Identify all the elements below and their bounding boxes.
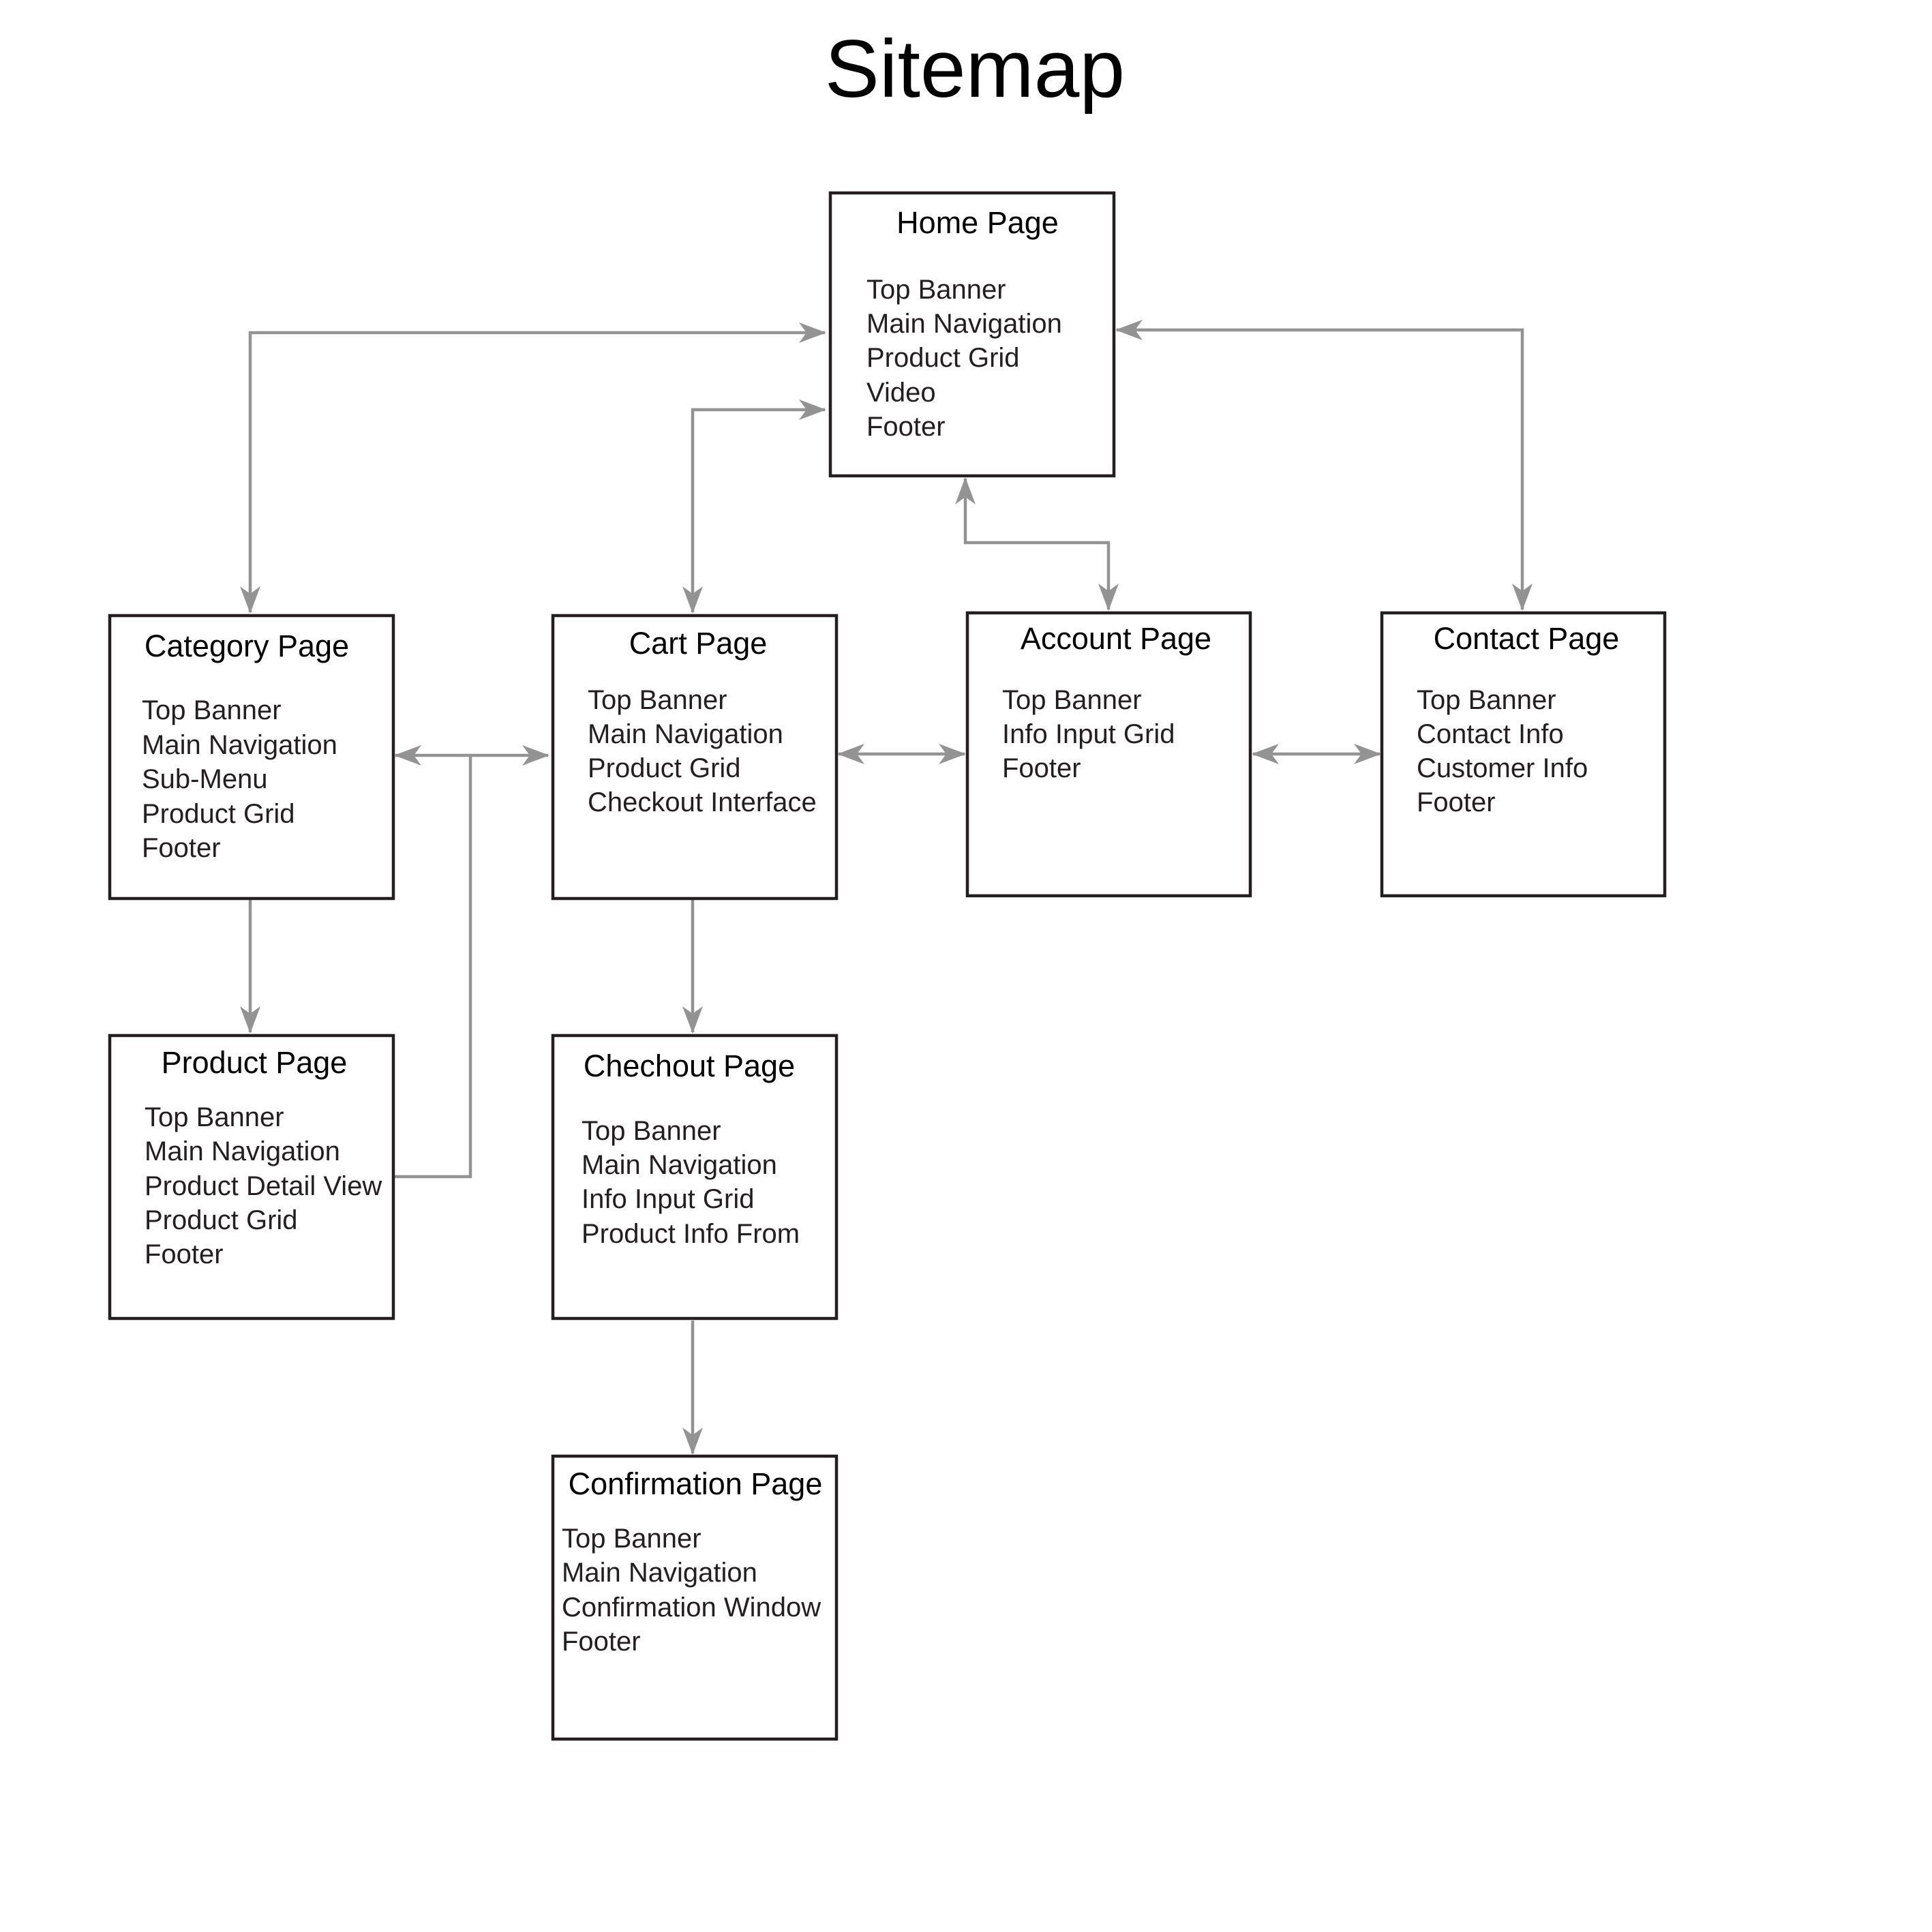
diagram-title: Sitemap xyxy=(825,23,1125,115)
node-product-page: Product Page Top Banner Main Navigation … xyxy=(108,1033,395,1320)
node-item: Top Banner xyxy=(588,685,727,715)
node-item: Top Banner xyxy=(1417,685,1556,715)
connector-layer xyxy=(240,320,1533,1455)
node-item: Top Banner xyxy=(142,695,282,725)
node-title: Product Page xyxy=(162,1045,348,1080)
node-item: Info Input Grid xyxy=(582,1184,754,1214)
node-cart-page: Cart Page Top Banner Main Navigation Pro… xyxy=(551,614,839,901)
node-item: Main Navigation xyxy=(582,1150,777,1180)
node-item: Footer xyxy=(1417,787,1496,817)
node-home-page: Home Page Top Banner Main Navigation Pro… xyxy=(828,191,1116,478)
node-account-page: Account Page Top Banner Info Input Grid … xyxy=(965,611,1252,898)
node-title: Home Page xyxy=(896,205,1059,240)
node-item: Customer Info xyxy=(1417,753,1588,783)
node-item: Top Banner xyxy=(1002,685,1142,715)
node-item: Product Detail View xyxy=(145,1171,382,1201)
node-item: Product Grid xyxy=(866,343,1020,373)
node-item: Main Navigation xyxy=(588,719,783,749)
node-title: Account Page xyxy=(1021,621,1211,656)
node-box xyxy=(965,611,1252,898)
node-box xyxy=(108,614,395,901)
node-item: Contact Info xyxy=(1417,719,1564,749)
node-item: Product Grid xyxy=(145,1205,298,1235)
node-item: Main Navigation xyxy=(145,1136,340,1166)
node-title: Chechout Page xyxy=(584,1048,795,1083)
node-item: Info Input Grid xyxy=(1002,719,1175,749)
node-category-page: Category Page Top Banner Main Navigation… xyxy=(108,614,395,901)
node-box xyxy=(551,1033,839,1320)
node-item: Footer xyxy=(142,833,221,863)
node-item: Product Info From xyxy=(582,1219,800,1249)
node-box xyxy=(108,1033,395,1320)
node-title: Contact Page xyxy=(1434,621,1620,656)
node-item: Sub-Menu xyxy=(142,764,268,794)
node-item: Checkout Interface xyxy=(588,787,817,817)
node-confirmation-page: Confirmation Page Top Banner Main Naviga… xyxy=(551,1454,839,1741)
node-item: Product Grid xyxy=(142,799,295,829)
node-title: Cart Page xyxy=(629,626,768,661)
node-title: Category Page xyxy=(145,629,349,663)
node-item: Main Navigation xyxy=(866,309,1062,339)
node-contact-page: Contact Page Top Banner Contact Info Cus… xyxy=(1380,611,1667,898)
edge-home-contact xyxy=(1115,320,1533,611)
node-item: Footer xyxy=(145,1239,224,1269)
node-box xyxy=(1380,611,1667,898)
node-item: Product Grid xyxy=(588,753,741,783)
node-box xyxy=(828,191,1116,478)
edge-home-account xyxy=(955,477,1119,611)
node-item: Confirmation Window xyxy=(562,1593,821,1622)
edge-home-cart xyxy=(682,399,826,614)
node-item: Top Banner xyxy=(582,1116,721,1146)
node-item: Top Banner xyxy=(145,1102,284,1132)
node-item: Main Navigation xyxy=(562,1558,757,1588)
node-box xyxy=(551,1454,839,1741)
node-item: Video xyxy=(866,378,936,408)
node-item: Footer xyxy=(562,1627,641,1657)
node-title: Confirmation Page xyxy=(569,1466,823,1501)
node-item: Footer xyxy=(1002,753,1081,783)
node-item: Top Banner xyxy=(562,1524,701,1554)
edge-home-category xyxy=(240,322,826,614)
node-box xyxy=(551,614,839,901)
node-item: Top Banner xyxy=(866,275,1006,305)
node-item: Footer xyxy=(866,412,946,442)
node-item: Main Navigation xyxy=(142,730,337,760)
node-checkout-page: Chechout Page Top Banner Main Navigation… xyxy=(551,1033,839,1320)
edge-product-cart xyxy=(394,755,472,1179)
